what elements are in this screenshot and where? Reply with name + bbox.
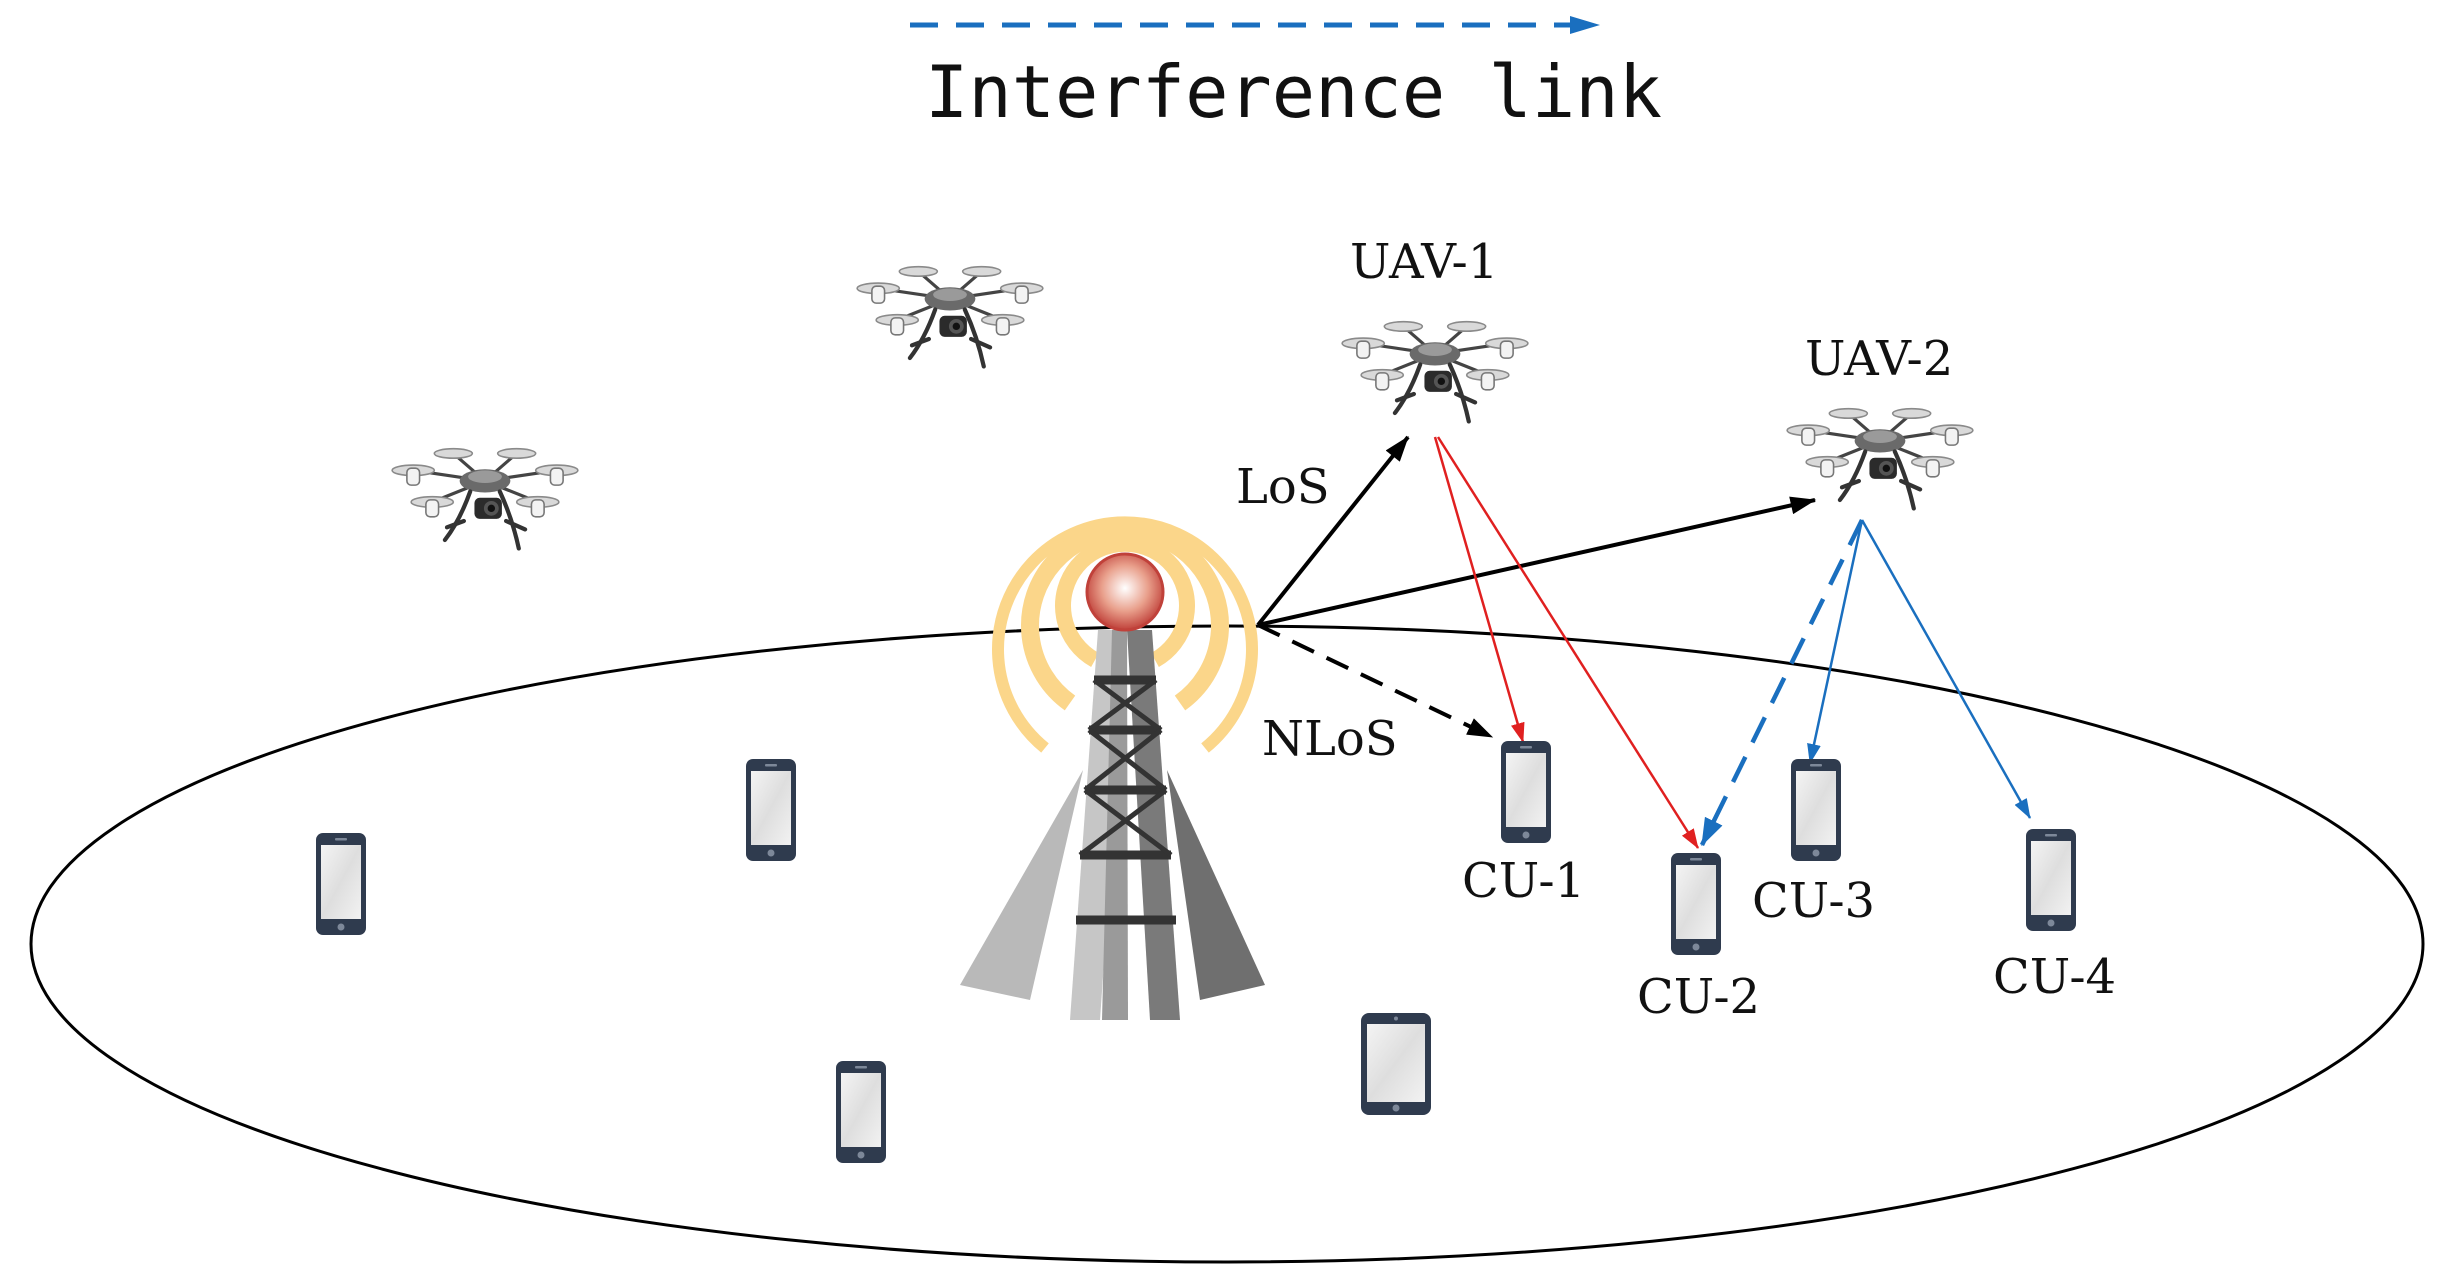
cu-2-label: CU-2 — [1637, 969, 1760, 1025]
signal-waves — [992, 516, 1258, 753]
cellular-user-1: CU-1 — [1462, 741, 1585, 909]
other-devices — [316, 759, 1431, 1163]
nlos-label: NLoS — [1262, 711, 1398, 767]
uav-2-label: UAV-2 — [1805, 331, 1953, 387]
phone-icon — [836, 1061, 886, 1163]
drone-icon — [1342, 322, 1528, 422]
phone-icon — [1501, 741, 1551, 843]
phone-icon — [1671, 853, 1721, 955]
cell-tower-icon — [960, 552, 1265, 1020]
uav-1-label: UAV-1 — [1350, 234, 1498, 290]
cellular-user-3: CU-3 — [1752, 759, 1875, 929]
cu-1-label: CU-1 — [1462, 853, 1585, 909]
drone-icon — [857, 267, 1043, 367]
uav-2: UAV-2 — [1787, 331, 1973, 508]
interference-legend-arrowhead — [1570, 16, 1600, 34]
nlos-link-cu1 — [1257, 623, 1494, 739]
cellular-user-4: CU-4 — [1993, 829, 2116, 1005]
drone-icon — [392, 449, 578, 549]
cu-3-label: CU-3 — [1752, 873, 1875, 929]
cellular-user-2: CU-2 — [1637, 853, 1760, 1025]
tablet-icon — [1361, 1013, 1431, 1115]
cu-4-label: CU-4 — [1993, 949, 2116, 1005]
uav-1: UAV-1 — [1342, 234, 1528, 421]
uav-3 — [857, 267, 1043, 367]
interference-legend-label: Interference link — [925, 50, 1662, 134]
los-label: LoS — [1236, 459, 1330, 515]
legend: Interference link — [910, 16, 1662, 134]
tower-beacon — [1085, 552, 1165, 632]
interference-link-cu2 — [1699, 519, 1865, 847]
phone-icon — [2026, 829, 2076, 931]
los-link-uav1 — [1256, 435, 1410, 627]
drone-icon — [1787, 409, 1973, 509]
uav2-links — [1699, 519, 2032, 847]
uav1-links — [1433, 436, 1700, 849]
phone-icon — [746, 759, 796, 861]
phone-icon — [316, 833, 366, 935]
uav-4 — [392, 449, 578, 549]
phone-icon — [1791, 759, 1841, 861]
base-station-links: LoS NLoS — [1236, 435, 1817, 767]
los-link-uav2 — [1257, 496, 1817, 627]
